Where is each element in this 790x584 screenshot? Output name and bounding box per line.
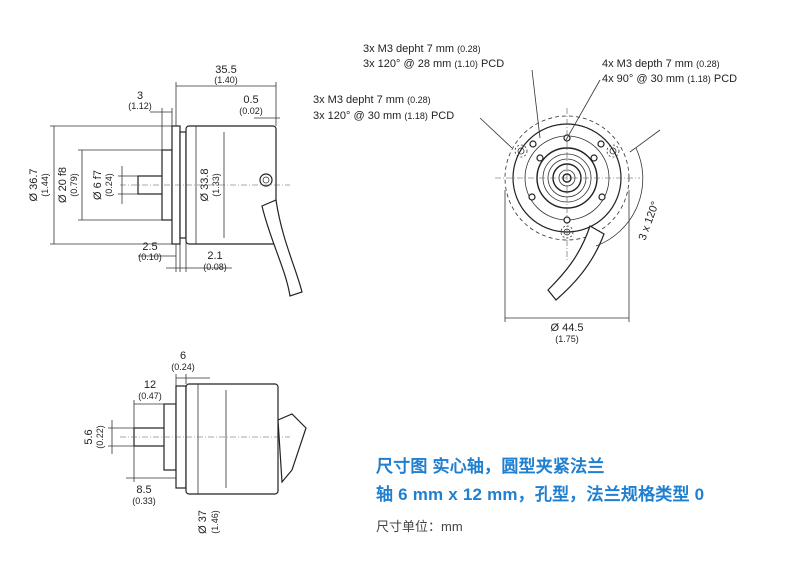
- callout-b-line1: 3x M3 depht 7 mm (0.28): [313, 94, 431, 106]
- side-view: 35.5 (1.40) 3 (1.12) 0.5 (0.02) Ø 36.7 (…: [28, 64, 303, 297]
- unit-note: 尺寸单位：mm: [376, 519, 463, 534]
- front-view: 3 x 120° Ø 44.5 (1.75) 3x M3 depht 7 mm …: [313, 43, 737, 344]
- dim-shaft-length-in: (0.47): [138, 391, 162, 401]
- callout-a-line2: 3x 120° @ 28 mm (1.10) PCD: [363, 58, 504, 70]
- caption-title: 尺寸图 实心轴，圆型夹紧法兰: [376, 457, 605, 476]
- angle-arc: [595, 147, 644, 247]
- dim-step-in: (0.33): [132, 496, 156, 506]
- cable: [261, 199, 303, 297]
- dim-shaft-diameter: Ø 6 f7: [92, 170, 104, 200]
- dim-pilot-diameter: Ø 20 f8: [57, 167, 69, 203]
- connector-nut: [259, 173, 273, 187]
- callout-c-line2: 4x 90° @ 30 mm (1.18) PCD: [602, 73, 737, 85]
- dim-front-diameter-in: (1.75): [555, 334, 579, 344]
- dim-flange-diameter: Ø 36.7: [28, 168, 40, 201]
- dim-shaft-length: 12: [144, 379, 156, 391]
- dim-flange: 6: [180, 350, 186, 362]
- dim-flange-thickness: 3: [137, 90, 143, 102]
- caption-subtitle: 轴 6 mm x 12 mm，孔型，法兰规格类型 0: [376, 485, 705, 504]
- dim-step-1: 2.5: [142, 241, 157, 253]
- housing-body: [185, 383, 279, 495]
- dim-body-diameter: Ø 33.8: [199, 168, 211, 201]
- dim-front-diameter: Ø 44.5: [550, 322, 583, 334]
- bottom-view: 6 (0.24) 12 (0.47) 5.6 (0.22) 8.5 (0.33)…: [83, 350, 307, 534]
- mounting-holes: [514, 134, 620, 239]
- angle-label: 3 x 120°: [637, 200, 662, 242]
- callout-c-line1: 4x M3 depth 7 mm (0.28): [602, 58, 720, 70]
- dim-step-2-in: (0.08): [203, 262, 227, 272]
- dim-flange-diameter-in: (1.44): [40, 173, 50, 197]
- dim-step-1-in: (0.10): [138, 252, 162, 262]
- dim-body-diameter: Ø 37: [197, 510, 209, 534]
- dim-step: 8.5: [136, 484, 151, 496]
- dim-flange-thickness-in: (1.12): [128, 101, 152, 111]
- dim-gap: 0.5: [243, 94, 258, 106]
- dim-gap-in: (0.02): [239, 106, 263, 116]
- callout-a-line1: 3x M3 depht 7 mm (0.28): [363, 43, 481, 55]
- dim-body-diameter-in: (1.33): [211, 173, 221, 197]
- dim-shaft-flat-in: (0.22): [95, 425, 105, 449]
- dim-body-diameter-in: (1.46): [210, 510, 220, 534]
- dim-length: 35.5: [215, 64, 236, 76]
- dim-step-2: 2.1: [207, 250, 222, 262]
- callout-b-line2: 3x 120° @ 30 mm (1.18) PCD: [313, 110, 454, 122]
- dim-flange-in: (0.24): [171, 362, 195, 372]
- dim-length-in: (1.40): [214, 75, 238, 85]
- dim-shaft-flat: 5.6: [83, 429, 95, 444]
- dim-pilot-diameter-in: (0.79): [69, 173, 79, 197]
- cable-stub: [277, 413, 307, 484]
- cable: [547, 225, 605, 301]
- dim-shaft-diameter-in: (0.24): [104, 173, 114, 197]
